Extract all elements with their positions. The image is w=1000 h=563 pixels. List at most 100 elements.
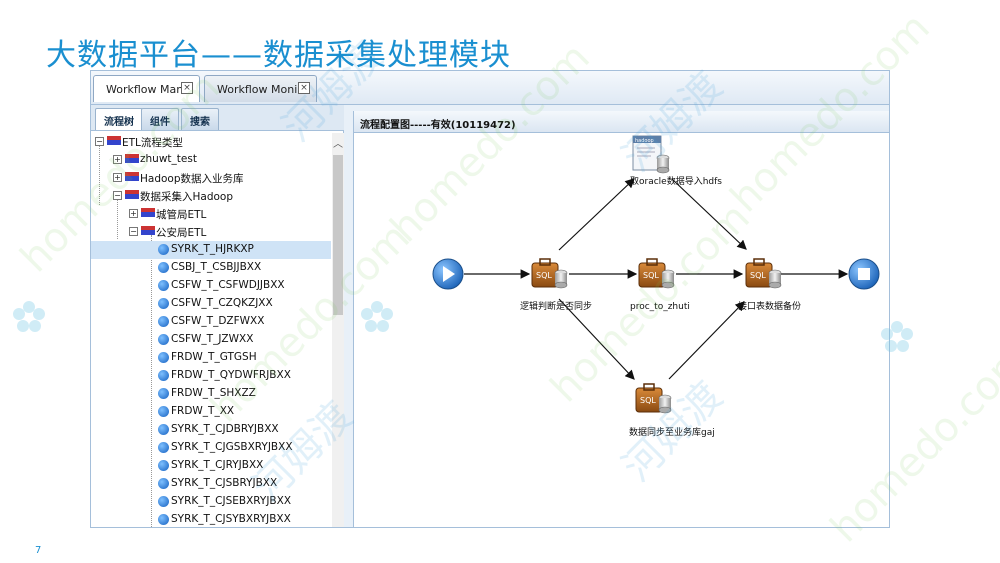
workflow-icon [158, 298, 169, 309]
workflow-icon [158, 244, 169, 255]
flow-edge [668, 301, 745, 380]
task-label-oracle: 取oracle数据导入hdfs [630, 175, 722, 187]
collapse-icon[interactable]: − [95, 137, 104, 146]
end-node[interactable] [848, 258, 880, 290]
task-node-proc[interactable]: SQL [638, 258, 675, 289]
workflow-icon [158, 442, 169, 453]
tree-leaf-label: CSFW_T_CZQKZJXX [171, 297, 273, 309]
flow-diagram: SQL 逻辑判断是否同步 SQL proc_to_zhuti [432, 135, 880, 438]
tree-leaf-item[interactable]: SYRK_T_CJSEBXRYJBXX [91, 493, 331, 511]
tree-leaf-label: SYRK_T_CJDBRYJBXX [171, 423, 279, 435]
workflow-icon [158, 478, 169, 489]
tab-search[interactable]: 搜索 [181, 108, 219, 130]
tab-workflow-monitor[interactable]: Workflow Moni.. × [204, 75, 317, 102]
folder-flag-icon [125, 172, 139, 181]
tree-leaf-item[interactable]: CSFW_T_CZQKZJXX [91, 295, 331, 313]
tab-components[interactable]: 组件 [141, 108, 179, 130]
tree-leaf-item[interactable]: CSFW_T_DZFWXX [91, 313, 331, 331]
scrollbar-thumb[interactable] [333, 155, 343, 315]
folder-flag-icon [125, 154, 139, 163]
folder-flag-icon [141, 226, 155, 235]
tree-leaf-label: CSFW_T_CSFWDJJBXX [171, 279, 285, 291]
flow-panel: 流程配置图-----有效(10119472) [353, 111, 889, 527]
tree-leaf-item[interactable]: SYRK_T_CJRYJBXX [91, 457, 331, 475]
tree-leaf-label: CSFW_T_DZFWXX [171, 315, 265, 327]
tree-node-label: 数据采集入Hadoop [140, 191, 234, 203]
watermark-flower-icon [13, 301, 45, 332]
tree-scrollbar[interactable]: ︿ [332, 133, 344, 527]
tree-leaf-item[interactable]: SYRK_T_CJDBRYJBXX [91, 421, 331, 439]
left-tabs: 流程树 组件 搜索 [91, 105, 344, 131]
tree-leaf-label: SYRK_T_CJGSBXRYJBXX [171, 441, 293, 453]
tab-workflow-manager[interactable]: Workflow Man.. × [93, 75, 200, 102]
task-node-judge[interactable]: SQL [531, 258, 568, 289]
tree-leaf-item[interactable]: FRDW_T_SHXZZ [91, 385, 331, 403]
task-label-proc: proc_to_zhuti [630, 302, 690, 312]
workflow-icon [158, 460, 169, 471]
tab-flow-tree[interactable]: 流程树 [95, 108, 143, 130]
tree-node[interactable]: + Hadoop数据入业务库 [91, 169, 331, 187]
tree-leaf-item[interactable]: SYRK_T_CJSYBXRYJBXX [91, 511, 331, 527]
tree-leaf-item[interactable]: CSBJ_T_CSBJJBXX [91, 259, 331, 277]
tree-leaf-label: SYRK_T_HJRKXP [171, 243, 254, 255]
tree-leaf-item[interactable]: CSFW_T_JZWXX [91, 331, 331, 349]
tree-leaf-item[interactable]: SYRK_T_HJRKXP [91, 241, 331, 259]
task-node-backup[interactable]: SQL [745, 258, 782, 289]
tree-node-label: Hadoop数据入业务库 [140, 173, 244, 185]
flow-header: 流程配置图-----有效(10119472) [354, 111, 889, 133]
task-node-sync[interactable]: SQL [635, 383, 672, 414]
tree-guide-line [151, 235, 152, 527]
workflow-icon [158, 388, 169, 399]
tree-leaf-label: FRDW_T_GTGSH [171, 351, 257, 363]
tree-leaf-label: CSBJ_T_CSBJJBXX [171, 261, 262, 273]
tree-leaf-item[interactable]: SYRK_T_CJSBRYJBXX [91, 475, 331, 493]
expand-icon[interactable]: + [129, 209, 138, 218]
workflow-icon [158, 514, 169, 525]
tree-leaf-item[interactable]: FRDW_T_GTGSH [91, 349, 331, 367]
workflow-window: Workflow Man.. × Workflow Moni.. × 流程树 组… [90, 70, 890, 528]
flow-tree: − ETL流程类型 + zhuwt_test + Hadoop数据入业务库 − … [91, 133, 331, 527]
expand-icon[interactable]: + [113, 173, 122, 182]
tree-leaf-item[interactable]: CSFW_T_CSFWDJJBXX [91, 277, 331, 295]
start-node[interactable] [432, 258, 464, 290]
tree-node[interactable]: + zhuwt_test [91, 151, 331, 169]
task-label-judge: 逻辑判断是否同步 [520, 300, 592, 312]
task-label-backup: 接口表数据备份 [738, 300, 801, 312]
tree-node[interactable]: − 数据采集入Hadoop [91, 187, 331, 205]
svg-text:SQL: SQL [643, 271, 659, 280]
folder-flag-icon [125, 190, 139, 199]
flow-edge [558, 178, 635, 251]
flow-edge [671, 178, 747, 250]
folder-flag-icon [141, 208, 155, 217]
tree-leaf-label: SYRK_T_CJSEBXRYJBXX [171, 495, 292, 507]
tree-node[interactable]: − 公安局ETL [91, 223, 331, 241]
tree-guide-line [117, 199, 118, 239]
workflow-icon [158, 496, 169, 507]
collapse-icon[interactable]: − [129, 227, 138, 236]
task-node-oracle[interactable]: hadoop [632, 135, 670, 174]
hadoop-icon-text: hadoop [635, 138, 654, 144]
tree-node-root[interactable]: − ETL流程类型 [91, 133, 331, 151]
tree-leaf-label: SYRK_T_CJSYBXRYJBXX [171, 513, 291, 525]
page-number: 7 [35, 545, 42, 556]
workflow-icon [158, 424, 169, 435]
tree-leaf-item[interactable]: FRDW_T_QYDWFRJBXX [91, 367, 331, 385]
left-panel: 流程树 组件 搜索 − ETL流程类型 + zhuwt_test + Had [91, 105, 344, 527]
svg-text:SQL: SQL [750, 271, 766, 280]
expand-icon[interactable]: + [113, 155, 122, 164]
scroll-up-icon[interactable]: ︿ [333, 139, 343, 150]
flow-edge [558, 298, 635, 380]
workflow-icon [158, 334, 169, 345]
workflow-icon [158, 280, 169, 291]
flow-canvas: SQL 逻辑判断是否同步 SQL proc_to_zhuti [354, 134, 889, 527]
collapse-icon[interactable]: − [113, 191, 122, 200]
tree-leaf-item[interactable]: SYRK_T_CJGSBXRYJBXX [91, 439, 331, 457]
tree-node[interactable]: + 城管局ETL [91, 205, 331, 223]
tree-node-label: zhuwt_test [140, 153, 197, 165]
close-icon[interactable]: × [181, 82, 193, 94]
slide-title: 大数据平台——数据采集处理模块 [46, 38, 511, 73]
tree-leaf-item[interactable]: FRDW_T_XX [91, 403, 331, 421]
close-icon[interactable]: × [298, 82, 310, 94]
tab-label: Workflow Man.. [106, 83, 191, 96]
tree-leaf-label: SYRK_T_CJSBRYJBXX [171, 477, 278, 489]
